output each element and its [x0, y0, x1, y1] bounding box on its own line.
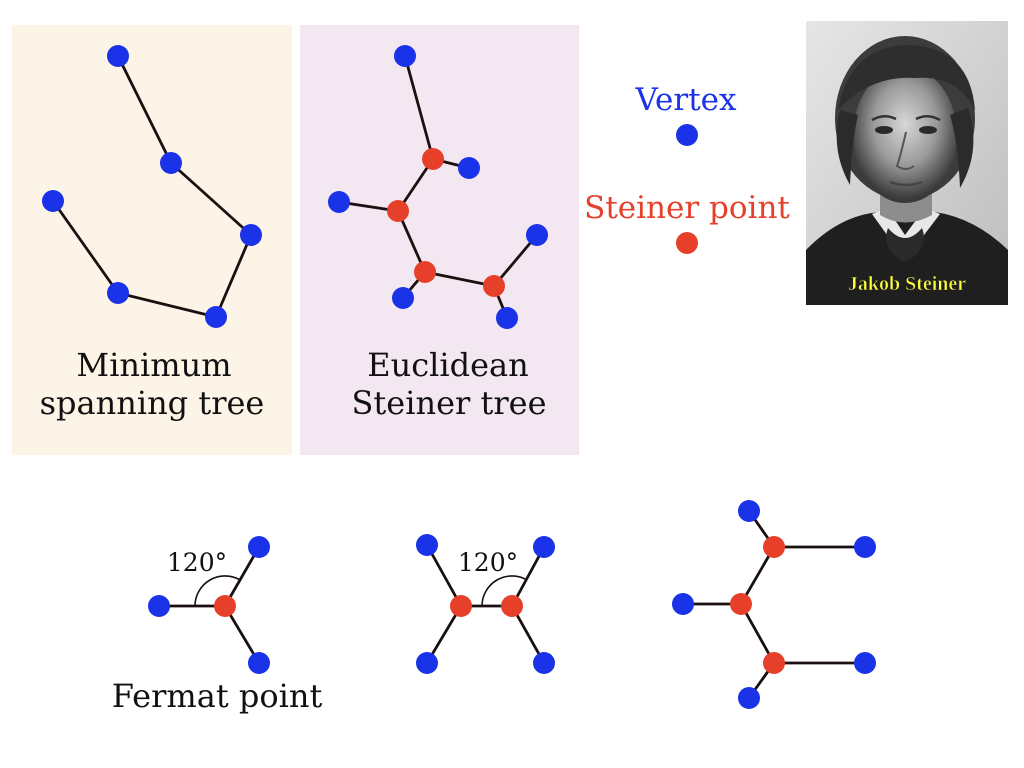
- vertex-node: [533, 536, 555, 558]
- vertex-node: [42, 190, 64, 212]
- steiner-node: [501, 595, 523, 617]
- steiner-node: [414, 261, 436, 283]
- legend-vertex-label: Vertex: [635, 82, 738, 118]
- jakob-steiner-portrait: [806, 21, 1008, 305]
- example3-edge: [739, 602, 776, 665]
- angle-label-2: 120°: [458, 548, 518, 577]
- vertex-node: [854, 652, 876, 674]
- example1-edge: [223, 545, 261, 608]
- legend-vertex-dot: [676, 124, 698, 146]
- vertex-node: [392, 287, 414, 309]
- steiner-points: [214, 148, 785, 674]
- steiner-node: [214, 595, 236, 617]
- vertex-node: [205, 306, 227, 328]
- steiner-node: [730, 593, 752, 615]
- angle-arc-2: [481, 575, 528, 607]
- est-edge: [492, 233, 539, 288]
- steiner-node: [763, 536, 785, 558]
- est-edge: [423, 270, 496, 288]
- mst-title-line1: Minimum: [76, 346, 231, 384]
- vertex-node: [533, 652, 555, 674]
- vertex-node: [148, 595, 170, 617]
- mst-edge: [116, 291, 218, 319]
- est-title-line2: Steiner tree: [352, 384, 547, 422]
- vertex-node: [496, 307, 518, 329]
- angle-label-1: 120°: [167, 548, 227, 577]
- steiner-node: [483, 275, 505, 297]
- vertex-node: [738, 500, 760, 522]
- example2-edge: [510, 545, 546, 608]
- vertex-node: [526, 224, 548, 246]
- vertex-node: [854, 536, 876, 558]
- vertex-node: [416, 534, 438, 556]
- steiner-node: [450, 595, 472, 617]
- steiner-node: [763, 652, 785, 674]
- mst-edge: [214, 233, 253, 319]
- steiner-node: [387, 200, 409, 222]
- vertex-node: [240, 224, 262, 246]
- graph-vertices: [42, 45, 876, 709]
- vertex-node: [738, 687, 760, 709]
- legend-steiner-dot: [676, 232, 698, 254]
- mst-edge: [51, 199, 120, 295]
- vertex-node: [394, 45, 416, 67]
- vertex-node: [160, 152, 182, 174]
- steiner-node: [422, 148, 444, 170]
- example2-edge: [425, 543, 463, 608]
- vertex-node: [248, 536, 270, 558]
- example1-edge: [223, 604, 261, 665]
- vertex-node: [416, 652, 438, 674]
- vertex-node: [458, 157, 480, 179]
- est-title-line1: Euclidean: [367, 346, 528, 384]
- example2-edge: [425, 604, 463, 665]
- mst-title-line2: spanning tree: [40, 384, 265, 422]
- vertex-node: [328, 191, 350, 213]
- angle-arc-1: [194, 575, 241, 607]
- portrait-caption: Jakob Steiner: [848, 273, 966, 295]
- fermat-point-label: Fermat point: [112, 677, 323, 715]
- mst-edge: [169, 161, 253, 237]
- vertex-node: [107, 282, 129, 304]
- est-edge: [396, 209, 427, 274]
- est-edge: [403, 54, 435, 161]
- mst-edge: [116, 54, 173, 165]
- legend-steiner-label: Steiner point: [584, 190, 790, 226]
- vertex-node: [248, 652, 270, 674]
- vertex-node: [672, 593, 694, 615]
- vertex-node: [107, 45, 129, 67]
